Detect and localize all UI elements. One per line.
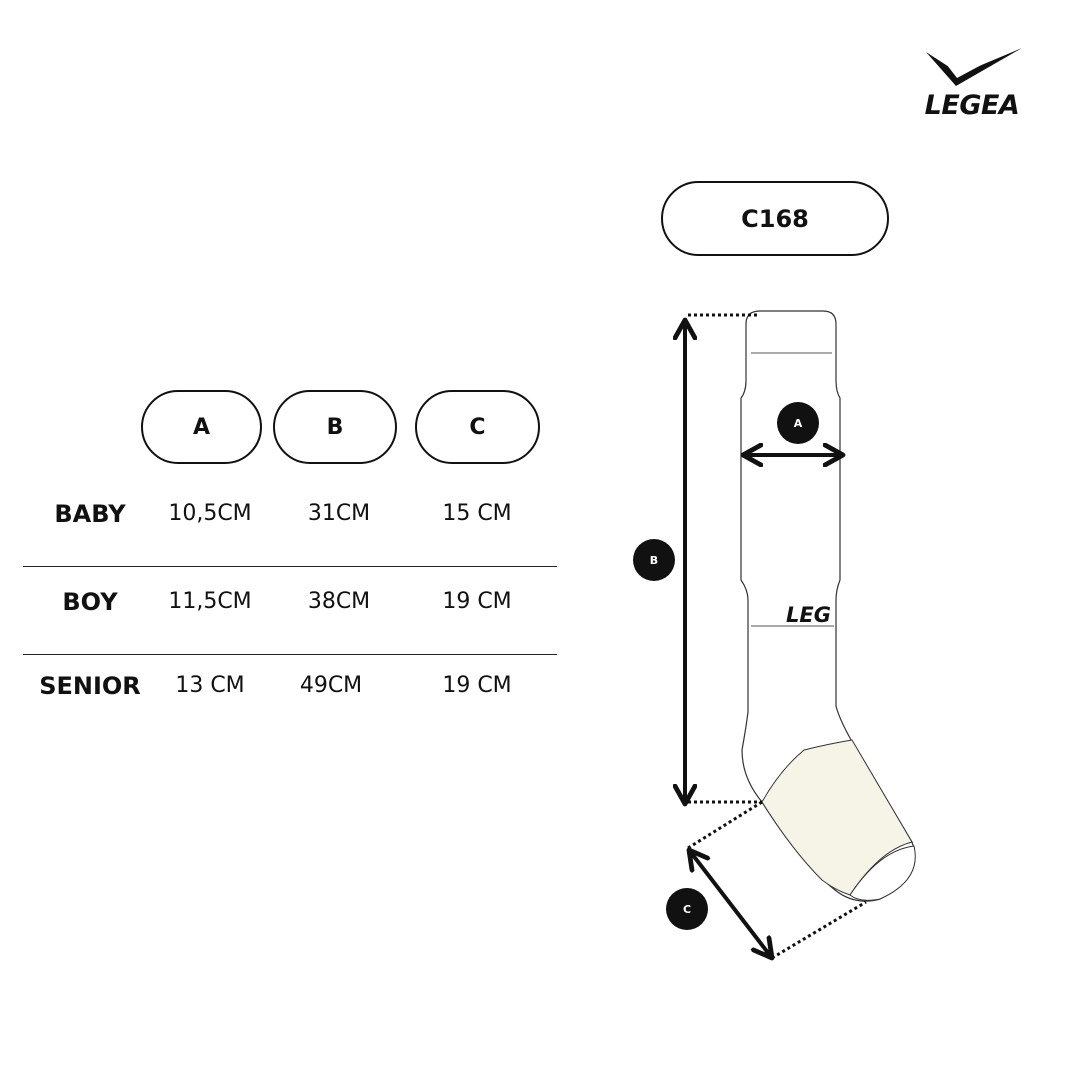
row-label-boy: BOY bbox=[62, 588, 118, 616]
product-code-badge: C168 bbox=[661, 181, 889, 256]
cell-baby-b: 31CM bbox=[307, 501, 371, 526]
column-header-a-label: A bbox=[192, 414, 211, 440]
brand-logo: LEGEA bbox=[912, 42, 1032, 122]
column-header-b-label: B bbox=[326, 414, 344, 440]
sock-foot bbox=[761, 739, 913, 896]
column-header-c: C bbox=[415, 390, 540, 464]
row-label-baby: BABY bbox=[54, 500, 126, 528]
column-header-c-label: C bbox=[469, 414, 486, 440]
sock-toe bbox=[849, 845, 916, 901]
cell-senior-a: 13 CM bbox=[175, 673, 245, 698]
marker-c: C bbox=[666, 888, 708, 930]
measure-arrow-c bbox=[689, 850, 772, 958]
column-header-a: A bbox=[141, 390, 262, 464]
cell-boy-a: 11,5CM bbox=[168, 589, 252, 614]
product-code: C168 bbox=[741, 204, 809, 233]
row-divider bbox=[23, 654, 557, 655]
column-header-b: B bbox=[273, 390, 397, 464]
guide-toe bbox=[771, 900, 867, 960]
marker-a-label: A bbox=[794, 417, 803, 430]
row-label-senior: SENIOR bbox=[39, 672, 141, 700]
cell-senior-b: 49CM bbox=[299, 673, 363, 698]
cell-boy-c: 19 CM bbox=[442, 589, 512, 614]
marker-b-label: B bbox=[650, 554, 658, 567]
cell-boy-b: 38CM bbox=[307, 589, 371, 614]
cell-baby-c: 15 CM bbox=[442, 501, 512, 526]
cell-senior-c: 19 CM bbox=[442, 673, 512, 698]
marker-a: A bbox=[777, 402, 819, 444]
logo-mark-icon bbox=[926, 48, 1022, 86]
logo-text: LEGEA bbox=[924, 90, 1020, 121]
sock-logo: LEG bbox=[786, 603, 831, 627]
row-divider bbox=[23, 566, 557, 567]
marker-c-label: C bbox=[683, 903, 691, 916]
cell-baby-a: 10,5CM bbox=[168, 501, 252, 526]
marker-b: B bbox=[633, 539, 675, 581]
guide-heel bbox=[687, 800, 763, 850]
